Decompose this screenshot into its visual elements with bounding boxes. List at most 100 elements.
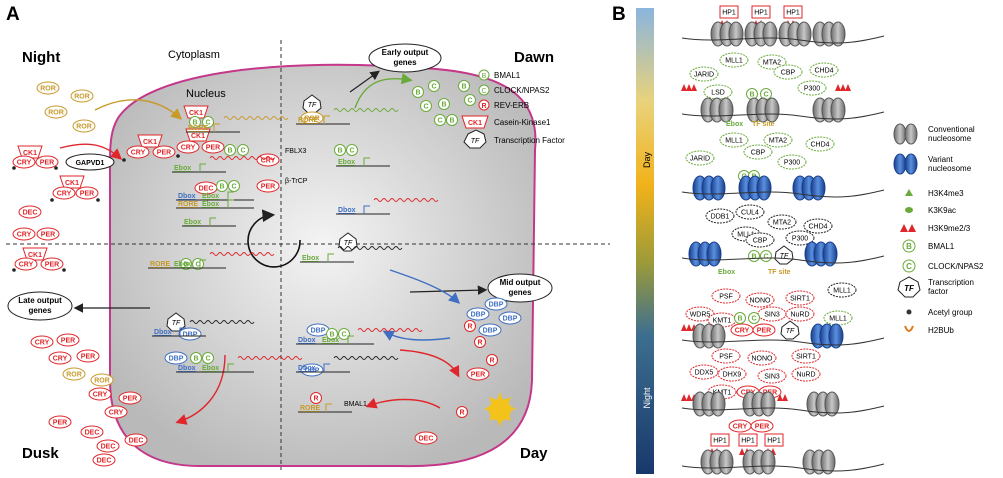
svg-text:B: B — [337, 148, 342, 155]
svg-text:CK1: CK1 — [28, 252, 42, 259]
svg-text:ROR: ROR — [304, 116, 320, 123]
histone-mark — [777, 394, 783, 401]
svg-text:ROR: ROR — [40, 86, 56, 93]
svg-text:PER: PER — [53, 420, 67, 427]
hp1-box: HP1 — [764, 433, 784, 447]
svg-text:Ebox: Ebox — [718, 269, 735, 276]
timeline-night: Night — [642, 387, 652, 409]
conventional-nucleosome — [742, 449, 776, 475]
reverb-token: R — [310, 392, 322, 404]
acetyl-dot — [122, 158, 126, 162]
reverb-token: R — [486, 354, 498, 366]
cry-token: CRY — [730, 323, 754, 337]
svg-text:C: C — [240, 148, 245, 155]
svg-text:Ebox: Ebox — [338, 159, 355, 166]
cry-token: CRY — [52, 186, 76, 200]
histone-mark — [739, 448, 745, 455]
variant-nucleosome — [692, 175, 726, 201]
svg-text:DEC: DEC — [101, 444, 116, 451]
svg-text:PER: PER — [261, 184, 275, 191]
bmal1-token: B — [412, 86, 424, 98]
svg-text:CK1: CK1 — [189, 110, 203, 117]
svg-text:P300: P300 — [784, 160, 800, 167]
svg-text:DBP: DBP — [489, 302, 504, 309]
cry-token: CRY — [14, 257, 38, 271]
svg-text:ROR: ROR — [48, 110, 64, 117]
dbp-token: DBP — [164, 351, 188, 365]
bc-token — [760, 250, 772, 262]
hp1-box: HP1 — [738, 433, 758, 447]
dna-strand — [681, 463, 885, 472]
acetyl-dot — [62, 268, 66, 272]
cell-nucleus — [109, 63, 537, 468]
svg-text:HP1: HP1 — [786, 10, 800, 17]
histone-mark — [782, 394, 788, 401]
sirt1: SIRT1 — [785, 290, 815, 306]
svg-text:B: B — [193, 356, 198, 363]
k3k9ac-icon — [905, 207, 913, 213]
svg-text:DHX9: DHX9 — [723, 372, 742, 379]
svg-text:PER: PER — [45, 262, 59, 269]
svg-text:DEC: DEC — [85, 430, 100, 437]
bmal1-token: B — [458, 80, 470, 92]
per-token: PER — [35, 155, 59, 169]
svg-text:B: B — [227, 148, 232, 155]
svg-text:Late output: Late output — [18, 296, 62, 305]
svg-text:RORE: RORE — [298, 117, 319, 124]
tf-token: TF — [774, 245, 794, 265]
svg-text:NONO: NONO — [750, 298, 772, 305]
svg-text:R: R — [459, 410, 464, 417]
svg-text:CRY: CRY — [181, 145, 196, 152]
conventional-nucleosome — [812, 97, 846, 123]
svg-text:DEC: DEC — [419, 436, 434, 443]
svg-text:B: B — [906, 242, 912, 251]
legend-bmal1: BMAL1 — [494, 71, 521, 80]
dec-token: DEC — [92, 453, 116, 467]
svg-text:Transcription: Transcription — [928, 278, 974, 287]
jarid: JARID — [685, 150, 715, 166]
bmal1-token: B — [446, 114, 458, 126]
nucleus-label: Nucleus — [186, 88, 226, 100]
svg-text:NONO: NONO — [752, 356, 774, 363]
svg-text:P300: P300 — [804, 86, 820, 93]
svg-text:CRY: CRY — [53, 356, 68, 363]
variant-nucleosome — [738, 175, 772, 201]
gene-promoter: Ebox — [172, 156, 275, 173]
nono: NONO — [747, 350, 777, 366]
nono: NONO — [745, 292, 775, 308]
cry-token: CRY — [88, 387, 112, 401]
svg-text:SIRT1: SIRT1 — [796, 354, 816, 361]
legend-tf-symbol: TF — [471, 138, 480, 145]
svg-text:MLL1: MLL1 — [833, 288, 851, 295]
histone-mark — [681, 84, 687, 91]
svg-text:SIRT1: SIRT1 — [790, 296, 810, 303]
dbp-token: DBP — [478, 323, 502, 337]
svg-text:genes: genes — [508, 288, 532, 297]
svg-text:PER: PER — [40, 160, 54, 167]
hp1-box: HP1 — [719, 5, 739, 19]
svg-text:PSF: PSF — [719, 294, 733, 301]
svg-text:LSD: LSD — [711, 90, 725, 97]
reverb-token: R — [474, 336, 486, 348]
svg-text:CRY: CRY — [19, 262, 34, 269]
nurd: NuRD — [785, 306, 815, 322]
svg-text:CBP: CBP — [781, 70, 796, 77]
svg-text:PER: PER — [757, 328, 771, 335]
gene-promoter: Ebox — [336, 157, 390, 167]
svg-text:B: B — [751, 254, 756, 261]
svg-text:B: B — [441, 102, 446, 109]
ror-token: ROR — [44, 105, 68, 119]
cry-token: CRY — [12, 155, 36, 169]
svg-text:C: C — [467, 98, 472, 105]
svg-text:CHD4: CHD4 — [808, 224, 827, 231]
svg-text:C: C — [906, 262, 912, 271]
clock-token: C — [346, 144, 358, 156]
histone-mark — [835, 84, 841, 91]
svg-text:B: B — [329, 332, 334, 339]
dna-strand — [681, 35, 885, 44]
histone-mark — [686, 84, 692, 91]
svg-text:CRY: CRY — [35, 340, 50, 347]
night-label: Night — [22, 49, 60, 66]
svg-text:SIN3: SIN3 — [764, 312, 780, 319]
